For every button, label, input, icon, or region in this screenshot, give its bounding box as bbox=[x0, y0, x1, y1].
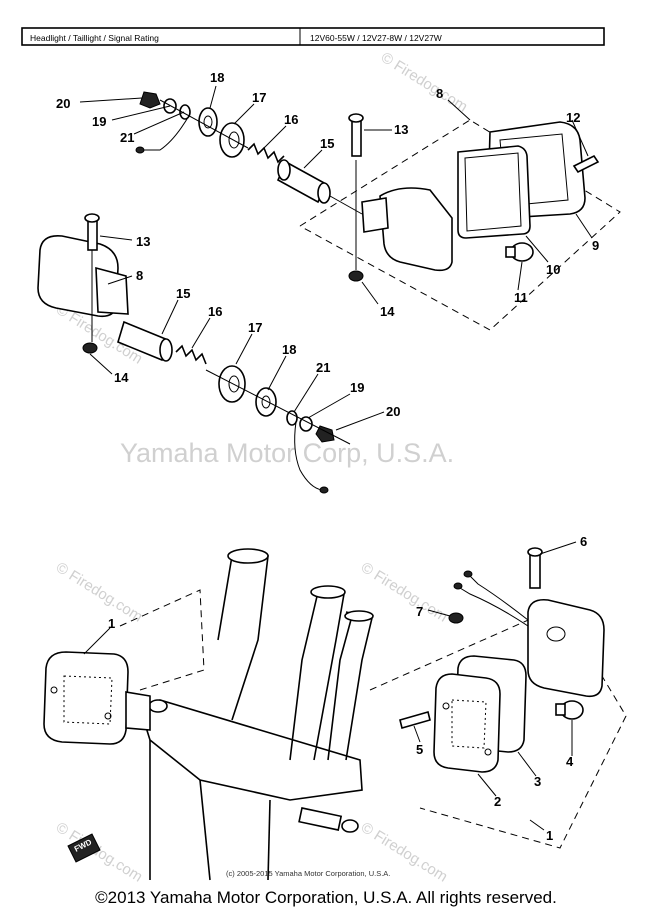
watermark-site-5: © Firedog.com bbox=[53, 819, 146, 886]
rating-label: Headlight / Taillight / Signal Rating bbox=[30, 33, 159, 43]
callout-15-upper: 15 bbox=[320, 136, 334, 151]
callout-11: 11 bbox=[514, 290, 528, 305]
callout-1-right: 1 bbox=[546, 828, 553, 843]
callout-16-middle: 16 bbox=[208, 304, 222, 319]
callout-4: 4 bbox=[566, 754, 574, 769]
callout-labels: 20 19 21 18 17 16 15 13 8 12 9 10 11 14 … bbox=[56, 70, 599, 843]
callout-15-middle: 15 bbox=[176, 286, 190, 301]
rating-header: Headlight / Taillight / Signal Rating 12… bbox=[21, 27, 605, 46]
callout-16-upper: 16 bbox=[284, 112, 298, 127]
callout-7: 7 bbox=[416, 604, 423, 619]
watermark-layer: Yamaha Motor Corp, U.S.A. © Firedog.com … bbox=[53, 49, 471, 886]
diagram-credit: (c) 2005-2015 Yamaha Motor Corporation, … bbox=[226, 869, 390, 878]
callout-19-middle: 19 bbox=[350, 380, 364, 395]
callout-6: 6 bbox=[580, 534, 587, 549]
callout-20-middle: 20 bbox=[386, 404, 400, 419]
callout-18-upper: 18 bbox=[210, 70, 224, 85]
copyright-footer: ©2013 Yamaha Motor Corporation, U.S.A. A… bbox=[95, 888, 557, 907]
callout-20-upper: 20 bbox=[56, 96, 70, 111]
callout-13-upper: 13 bbox=[394, 122, 408, 137]
front-flasher-left-assembly bbox=[37, 213, 351, 494]
callout-21-middle: 21 bbox=[316, 360, 330, 375]
callout-3: 3 bbox=[534, 774, 541, 789]
callout-19-upper: 19 bbox=[92, 114, 106, 129]
rear-flasher-assembly bbox=[369, 547, 627, 849]
callout-17-middle: 17 bbox=[248, 320, 262, 335]
callout-14-middle: 14 bbox=[114, 370, 129, 385]
callout-12: 12 bbox=[566, 110, 580, 125]
watermark-center: Yamaha Motor Corp, U.S.A. bbox=[120, 438, 454, 468]
callout-13-middle: 13 bbox=[136, 234, 150, 249]
callout-9: 9 bbox=[592, 238, 599, 253]
callout-8-middle: 8 bbox=[136, 268, 143, 283]
handlebar-frame bbox=[119, 548, 374, 881]
callout-10: 10 bbox=[546, 262, 560, 277]
rating-values: 12V60-55W / 12V27-8W / 12V27W bbox=[310, 33, 442, 43]
callout-2: 2 bbox=[494, 794, 501, 809]
callout-5: 5 bbox=[416, 742, 423, 757]
watermark-site-1: © Firedog.com bbox=[378, 49, 471, 116]
front-flasher-lower-left bbox=[43, 651, 151, 745]
leader-lines bbox=[79, 85, 593, 831]
callout-1-left: 1 bbox=[108, 616, 115, 631]
callout-8-upper: 8 bbox=[436, 86, 443, 101]
callout-14-upper: 14 bbox=[380, 304, 395, 319]
watermark-site-3: © Firedog.com bbox=[53, 559, 146, 626]
callout-17-upper: 17 bbox=[252, 90, 266, 105]
front-flasher-right-assembly bbox=[135, 91, 621, 331]
forward-arrow: FWD bbox=[67, 833, 101, 863]
callout-21-upper: 21 bbox=[120, 130, 134, 145]
callout-18-middle: 18 bbox=[282, 342, 296, 357]
